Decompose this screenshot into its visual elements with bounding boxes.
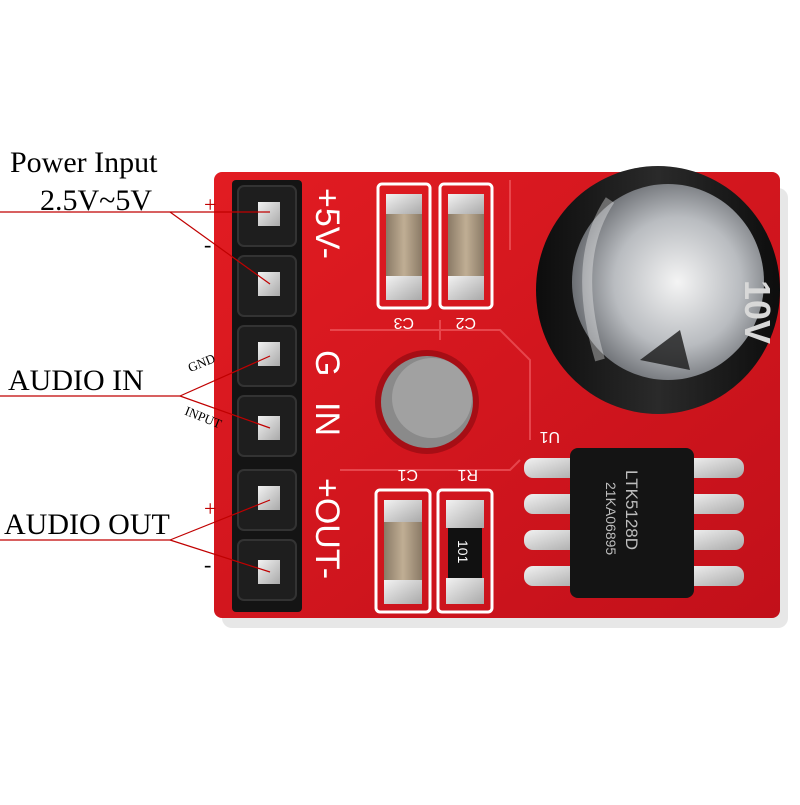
out-minus-sign: -: [204, 552, 212, 577]
r1-label: R1: [457, 466, 478, 483]
chip-marking-2: 21KA06895: [603, 482, 619, 555]
out-plus-sign: +: [204, 496, 217, 521]
pin-3: [258, 342, 280, 366]
pin-1: [258, 202, 280, 226]
annotation-leaders: [0, 211, 271, 573]
electrolytic-capacitor: 10V: [536, 166, 780, 414]
resistor-r1: 101: [436, 488, 494, 614]
power-plus-sign: +: [204, 192, 217, 217]
capacitor-c3: [376, 182, 432, 310]
resistor-code: 101: [455, 540, 471, 564]
silk-out-label: +OUT-: [308, 478, 346, 579]
pin-5: [258, 486, 280, 510]
power-minus-sign: -: [204, 232, 212, 257]
c1-label: C1: [397, 466, 418, 483]
power-input-title: Power Input: [10, 146, 158, 179]
capacitor-mark: 10V: [737, 280, 778, 344]
chip-marking-1: LTK5128D: [622, 470, 641, 550]
silkscreen-labels: +5V- G IN +OUT-: [308, 188, 346, 579]
audio-out-label: AUDIO OUT: [4, 508, 170, 541]
capacitor-c2: [438, 182, 494, 310]
capacitor-c1: [374, 488, 432, 614]
silk-gnd-label: G: [308, 350, 346, 376]
c2-label: C2: [455, 314, 476, 331]
silk-power-label: +5V-: [308, 188, 346, 259]
c3-label: C3: [393, 314, 414, 331]
u1-label: U1: [539, 428, 560, 445]
chip-u1: LTK5128D 21KA06895: [524, 448, 744, 598]
power-input-range: 2.5V~5V: [40, 184, 153, 217]
audio-in-label: AUDIO IN: [8, 364, 144, 397]
pcb-traces: [330, 180, 531, 471]
silk-in-label: IN: [308, 402, 346, 436]
